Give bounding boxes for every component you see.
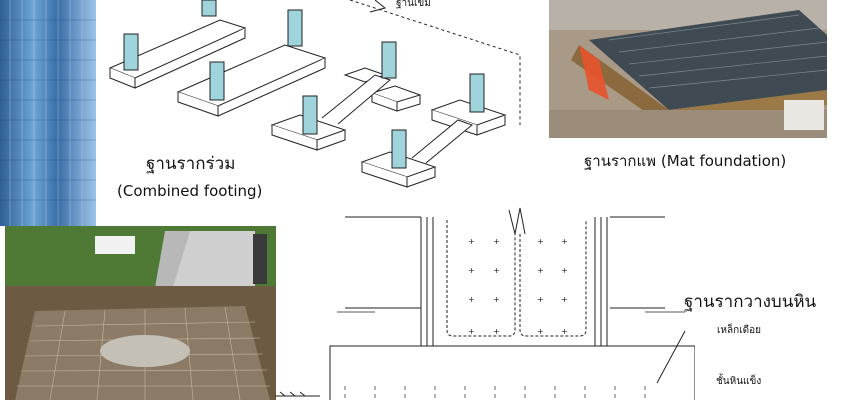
- svg-text:+: +: [468, 266, 475, 275]
- mat-foundation-label: ฐานรากแพ (Mat foundation): [584, 152, 787, 170]
- svg-text:+: +: [537, 327, 544, 336]
- top-partial-label: ฐานเข็ม: [396, 0, 431, 9]
- svg-text:+: +: [468, 327, 475, 336]
- hard-rock-layer-label: ชั้นหินแข็ง: [716, 376, 762, 387]
- svg-text:+: +: [561, 237, 568, 246]
- concrete-pouring-photo: [5, 226, 276, 400]
- svg-text:+: +: [493, 295, 500, 304]
- svg-text:+: +: [561, 327, 568, 336]
- combined-footing-thai-label: ฐานรากร่วม: [146, 154, 236, 174]
- svg-text:+: +: [493, 266, 500, 275]
- svg-text:+: +: [537, 266, 544, 275]
- svg-text:+: +: [493, 237, 500, 246]
- combined-footing-english-label: (Combined footing): [117, 182, 263, 200]
- svg-text:+: +: [537, 295, 544, 304]
- svg-text:+: +: [561, 266, 568, 275]
- svg-text:+: +: [561, 295, 568, 304]
- combined-footing-diagram: [108, 0, 521, 188]
- skyscraper-photo: [0, 0, 96, 226]
- svg-text:+: +: [468, 295, 475, 304]
- svg-text:+: +: [493, 327, 500, 336]
- rock-footing-label: ฐานรากวางบนหิน: [684, 292, 817, 312]
- rebar-dowel-label: เหล็กเดือย: [717, 325, 761, 336]
- svg-text:+: +: [468, 237, 475, 246]
- svg-text:+: +: [537, 237, 544, 246]
- mat-foundation-photo: [549, 0, 827, 138]
- rock-footing-diagram: + + + + + + + + + + + + + + + +: [275, 207, 695, 400]
